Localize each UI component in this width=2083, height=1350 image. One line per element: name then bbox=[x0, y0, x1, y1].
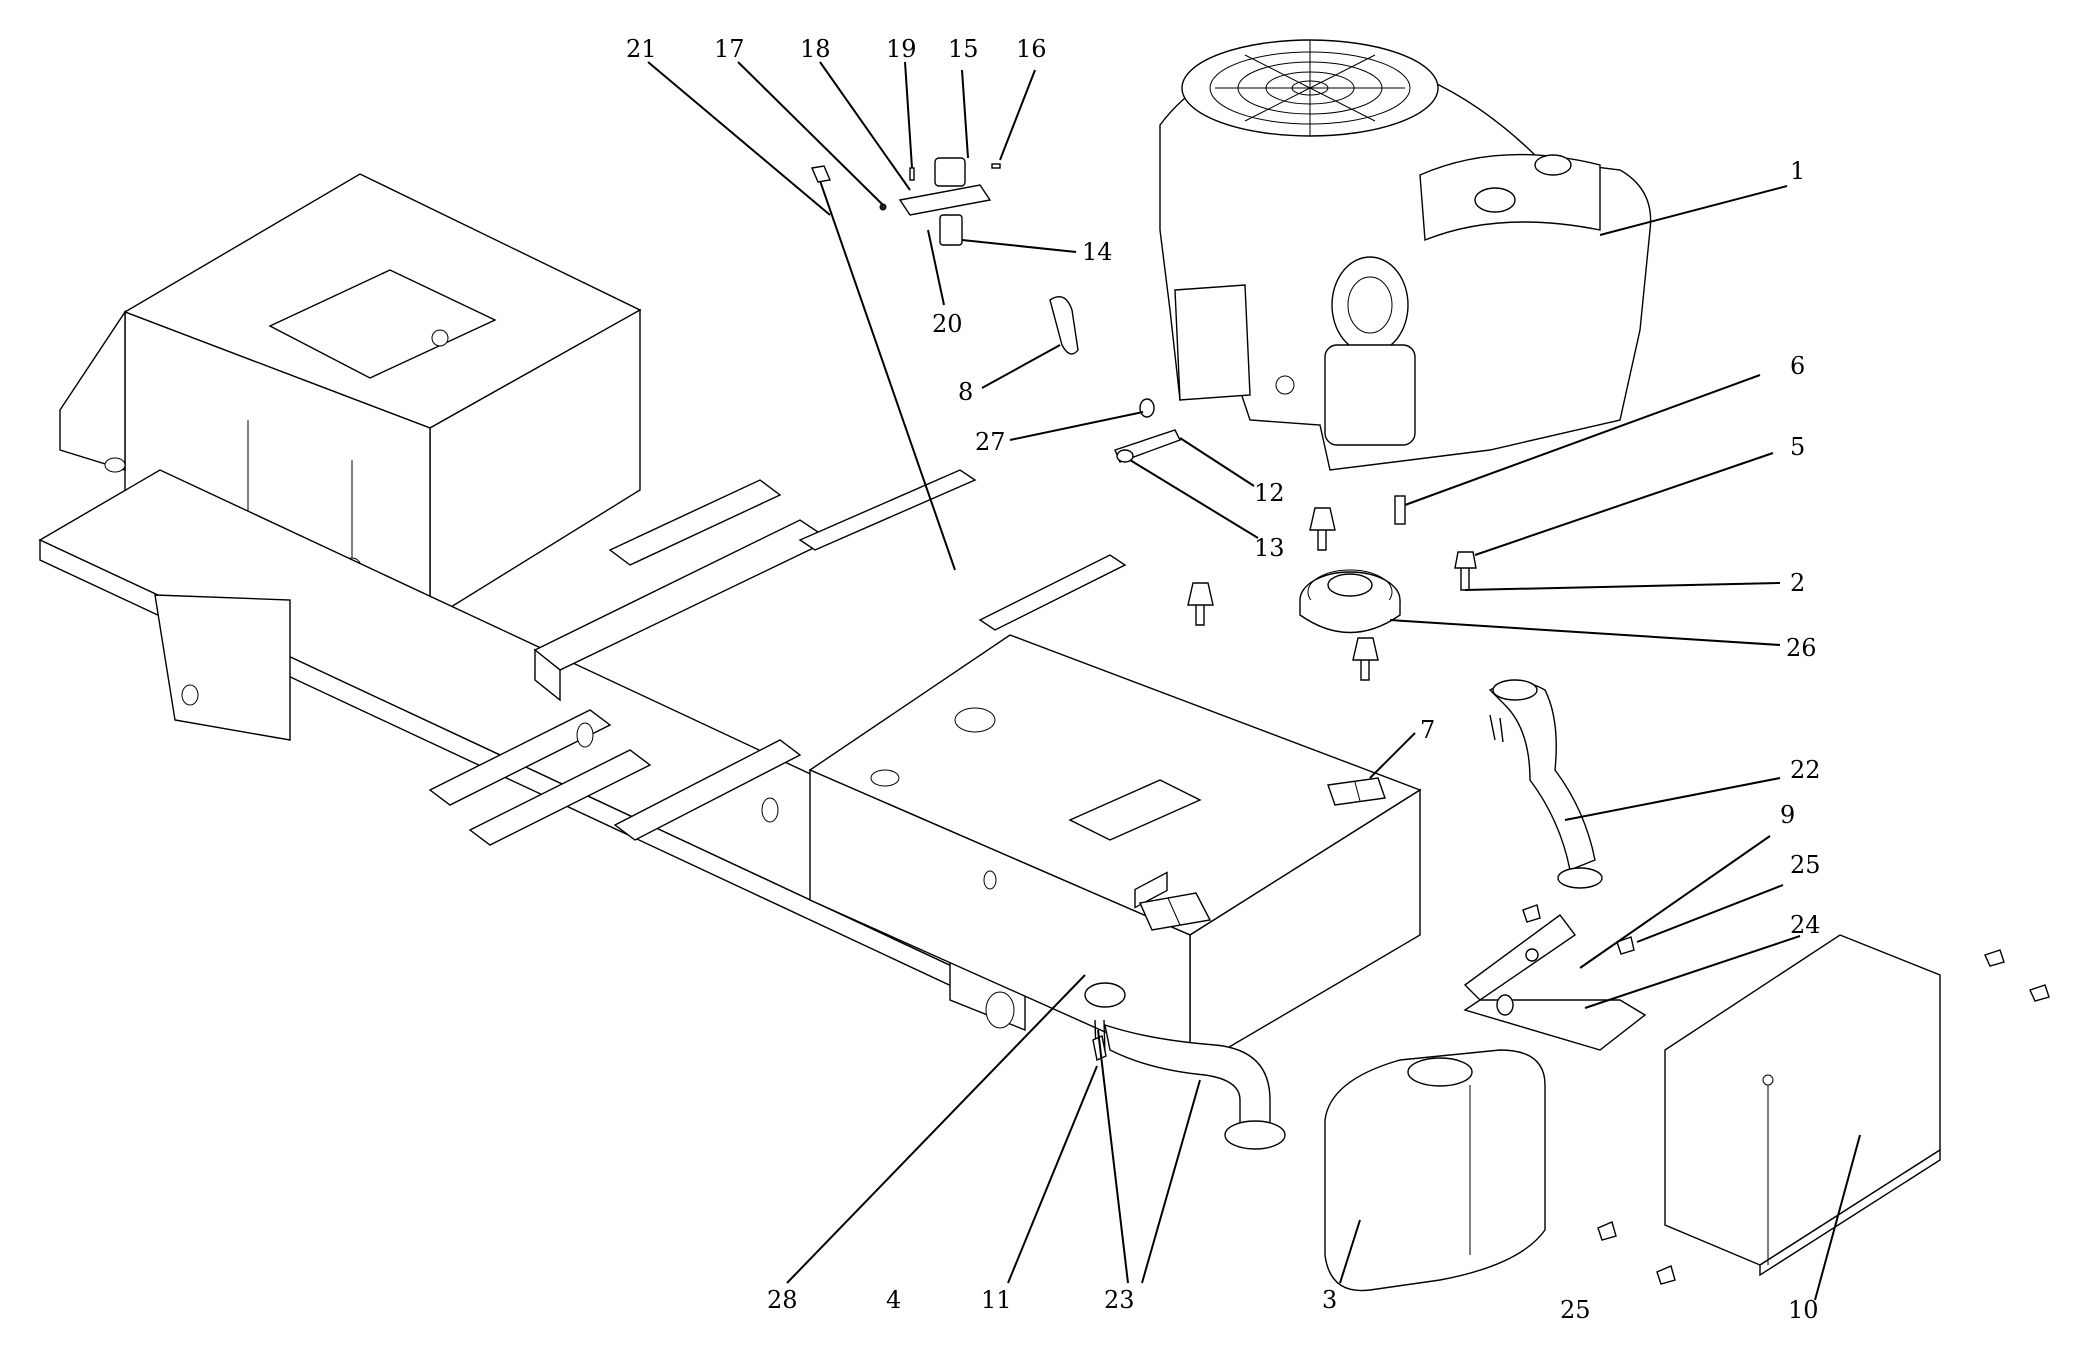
callout-25-upper: 25 bbox=[1790, 851, 1821, 879]
callout-28: 28 bbox=[767, 1286, 798, 1314]
callout-1: 1 bbox=[1790, 157, 1805, 185]
callout-9: 9 bbox=[1780, 801, 1795, 829]
switch-bracket bbox=[879, 157, 1001, 246]
callout-12: 12 bbox=[1254, 479, 1285, 507]
pulley bbox=[1299, 569, 1401, 634]
callout-4: 4 bbox=[886, 1286, 901, 1314]
callout-labels: 1 2 3 4 5 6 7 8 9 10 11 12 13 14 15 16 1… bbox=[626, 35, 1821, 1324]
callout-15: 15 bbox=[948, 35, 979, 63]
callout-22: 22 bbox=[1790, 756, 1821, 784]
clip bbox=[1049, 296, 1079, 355]
callout-19: 19 bbox=[886, 35, 917, 63]
mounting-bracket bbox=[1463, 914, 1647, 1051]
key-6 bbox=[1394, 495, 1406, 525]
callout-14: 14 bbox=[1082, 238, 1113, 266]
callout-23: 23 bbox=[1104, 1286, 1135, 1314]
callout-3: 3 bbox=[1322, 1286, 1337, 1314]
exhaust-pipe-right bbox=[1488, 679, 1603, 889]
callout-7: 7 bbox=[1420, 716, 1435, 744]
callout-2: 2 bbox=[1790, 569, 1805, 597]
engine bbox=[1159, 39, 1652, 471]
callout-13: 13 bbox=[1254, 534, 1285, 562]
cross-members bbox=[428, 469, 1127, 846]
callout-11: 11 bbox=[981, 1286, 1012, 1314]
callout-21: 21 bbox=[626, 35, 657, 63]
callout-6: 6 bbox=[1790, 352, 1805, 380]
throttle-cable bbox=[811, 165, 956, 571]
tractor-frame bbox=[38, 173, 1422, 1072]
callout-17: 17 bbox=[714, 35, 745, 63]
callout-25-lower: 25 bbox=[1560, 1296, 1591, 1324]
callout-27: 27 bbox=[975, 428, 1006, 456]
callout-8: 8 bbox=[958, 378, 973, 406]
shield-bolts bbox=[1092, 904, 2050, 1285]
leader-lines bbox=[647, 61, 1861, 1301]
callout-10: 10 bbox=[1788, 1296, 1819, 1324]
callout-16: 16 bbox=[1016, 35, 1047, 63]
seat-box bbox=[59, 173, 642, 622]
callout-18: 18 bbox=[800, 35, 831, 63]
callout-5: 5 bbox=[1790, 433, 1805, 461]
label-pads bbox=[1138, 777, 1386, 931]
callout-20: 20 bbox=[932, 310, 963, 338]
muffler bbox=[1324, 1049, 1546, 1292]
dipstick-tube bbox=[1114, 398, 1181, 463]
callout-24: 24 bbox=[1790, 911, 1821, 939]
heat-shield bbox=[1664, 934, 1941, 1277]
callout-26: 26 bbox=[1786, 634, 1817, 662]
